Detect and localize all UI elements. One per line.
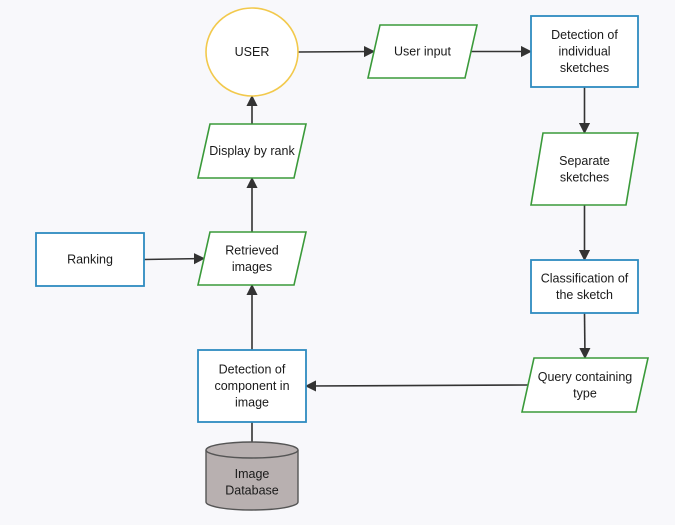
detection-component-label-line: image [235,396,269,410]
edge-user-to-user-input [297,45,376,58]
node-user-input: User input [366,24,479,79]
image-database-shape [205,441,299,511]
ranking-label: Ranking [67,253,113,267]
display-by-rank-label: Display by rank [209,144,295,158]
node-query-type: Query containing type [521,357,649,413]
detection-individual-label-line: individual [558,45,610,59]
ranking-label-line: Ranking [67,253,113,267]
separate-sketches-label: Separate sketches [559,154,610,185]
separate-sketches-shape [530,132,639,206]
classification-label-line: Classification of [541,271,629,285]
edge-query-type-to-detection-component [304,380,529,392]
classification-shape [530,259,639,314]
query-type-label: Query containing type [538,370,633,401]
classification-label-line: the sketch [556,288,613,302]
detection-component-label: Detection of component in image [214,363,289,410]
user-label: USER [235,45,270,59]
edge-classification-to-query-type [579,312,591,360]
detection-component-label-line: Detection of [219,363,286,377]
node-detection-individual: Detection of individual sketches [530,15,639,88]
edges-layer [143,45,591,442]
user-label-line: USER [235,45,270,59]
detection-individual-label: Detection of individual sketches [551,28,618,75]
retrieved-images-label-line: images [232,260,272,274]
detection-individual-shape [530,15,639,88]
retrieved-images-label: Retrieved images [225,243,279,274]
display-by-rank-label-line: Display by rank [209,144,295,158]
separate-sketches-label-line: sketches [560,170,609,184]
retrieved-images-label-line: Retrieved [225,243,279,257]
node-classification: Classification of the sketch [530,259,639,314]
detection-component-shape [197,349,307,423]
display-by-rank-shape [197,123,307,179]
user-shape [205,7,299,97]
query-type-shape [521,357,649,413]
user-input-shape [366,24,479,79]
user-input-label-line: User input [394,45,451,59]
edge-ranking-to-retrieved-images [143,253,206,265]
classification-label: Classification of the sketch [541,271,629,302]
node-user: USER [205,7,299,97]
image-database-label-line: Image [235,467,270,481]
separate-sketches-label-line: Separate [559,154,610,168]
node-separate-sketches: Separate sketches [530,132,639,206]
user-input-label: User input [394,45,451,59]
node-ranking: Ranking [35,232,145,287]
detection-individual-label-line: sketches [560,61,609,75]
retrieved-images-shape [196,231,308,286]
query-type-label-line: type [573,386,597,400]
ranking-shape [35,232,145,287]
query-type-label-line: Query containing [538,370,633,384]
detection-individual-label-line: Detection of [551,28,618,42]
node-display-by-rank: Display by rank [197,123,307,179]
image-database-label-line: Database [225,483,279,497]
detection-component-label-line: component in [214,379,289,393]
node-retrieved-images: Retrieved images [196,231,308,286]
node-detection-component: Detection of component in image [197,349,307,423]
